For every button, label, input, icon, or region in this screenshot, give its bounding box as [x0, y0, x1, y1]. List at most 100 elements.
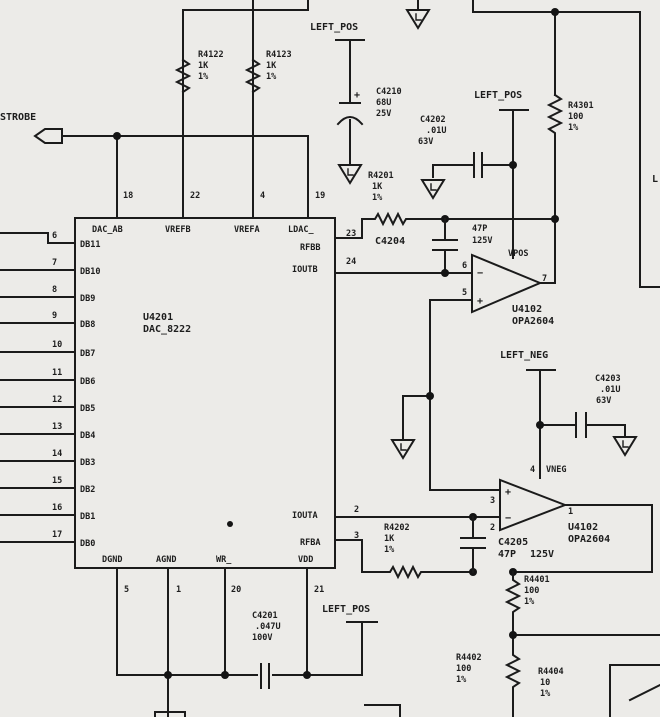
svg-text:R4202: R4202 — [384, 523, 410, 533]
svg-text:IOUTA: IOUTA — [292, 511, 318, 521]
dac-part: DAC_8222 — [143, 324, 191, 335]
svg-text:OPA2604: OPA2604 — [568, 534, 610, 545]
resistor-r4301 — [546, 93, 564, 141]
svg-text:+: + — [505, 487, 511, 498]
pin-number: 7 — [52, 258, 57, 268]
dac-ref: U4201 — [143, 312, 173, 323]
svg-text:3: 3 — [490, 496, 495, 506]
svg-text:100V: 100V — [252, 633, 272, 643]
pin-number: 16 — [52, 503, 62, 513]
svg-text:25V: 25V — [376, 109, 391, 119]
svg-text:C4203: C4203 — [595, 374, 621, 384]
pin-label: DB11 — [80, 240, 100, 250]
svg-text:1%: 1% — [384, 545, 395, 555]
svg-text:1: 1 — [568, 507, 573, 517]
svg-text:IOUTB: IOUTB — [292, 265, 318, 275]
svg-text:C4205: C4205 — [498, 537, 528, 548]
svg-text:U4102: U4102 — [568, 522, 598, 533]
svg-text:−: − — [505, 513, 511, 524]
pin-label: DB3 — [80, 458, 95, 468]
svg-text:LEFT_NEG: LEFT_NEG — [500, 350, 548, 361]
resistor-r4122 — [174, 58, 192, 94]
pin-label: DB1 — [80, 512, 95, 522]
pin-label: DB9 — [80, 294, 95, 304]
svg-text:5: 5 — [124, 585, 129, 595]
svg-text:1%: 1% — [372, 193, 383, 203]
svg-text:10: 10 — [540, 678, 550, 688]
svg-text:100: 100 — [568, 112, 583, 122]
dac-bottom-pins: DGND 5 AGND 1 WR_ 20 VDD 21 LEFT_POS — [102, 555, 378, 717]
svg-text:3: 3 — [354, 531, 359, 541]
svg-text:47P: 47P — [498, 549, 516, 560]
pin-number: 6 — [52, 231, 57, 241]
strobe-port — [33, 128, 63, 144]
svg-text:L: L — [652, 174, 658, 185]
svg-text:63V: 63V — [418, 137, 433, 147]
pin-label: DB6 — [80, 377, 95, 387]
dac-right-pins: RFBB 23 IOUTB 24 IOUTA 2 RFBA 3 — [292, 229, 359, 548]
svg-text:RFBA: RFBA — [300, 538, 320, 548]
svg-text:.047U: .047U — [255, 622, 281, 632]
pin-label: DB5 — [80, 404, 95, 414]
svg-text:VNEG: VNEG — [546, 465, 566, 475]
pin-number: 10 — [52, 340, 62, 350]
opamp-u4102-b: + − 3 2 1 U4102 OPA2604 — [490, 478, 610, 545]
pin-label: DB0 — [80, 539, 95, 549]
opamp-u4102-a: −+ 6 5 7 VPOS U4102 OPA2604 — [462, 249, 554, 327]
capacitor-c4202 — [473, 152, 483, 178]
pin-number: 14 — [52, 449, 62, 459]
svg-text:68U: 68U — [376, 98, 391, 108]
capacitor-c4205 — [460, 516, 486, 573]
svg-text:6: 6 — [462, 261, 467, 271]
resistor-r4123 — [244, 58, 262, 94]
svg-text:R4402: R4402 — [456, 653, 482, 663]
svg-text:20: 20 — [231, 585, 241, 595]
svg-text:R4123: R4123 — [266, 50, 292, 60]
svg-text:2: 2 — [354, 505, 359, 515]
svg-text:R4122: R4122 — [198, 50, 224, 60]
pin-number: 18 — [123, 191, 133, 201]
svg-text:1: 1 — [176, 585, 181, 595]
svg-text:47P: 47P — [472, 224, 487, 234]
dac-top-pins: DAC_AB 18 VREFB 22 VREFA 4 LDAC_ 19 — [61, 0, 325, 235]
svg-text:100: 100 — [524, 586, 539, 596]
svg-text:R4404: R4404 — [538, 667, 564, 677]
pin-number: 4 — [260, 191, 265, 201]
pin-label: DB10 — [80, 267, 100, 277]
svg-text:2: 2 — [490, 523, 495, 533]
pin-label: DAC_AB — [92, 225, 123, 235]
svg-text:1K: 1K — [384, 534, 395, 544]
pin-label: DB2 — [80, 485, 95, 495]
svg-text:21: 21 — [314, 585, 324, 595]
pin-number: 17 — [52, 530, 62, 540]
svg-text:R4401: R4401 — [524, 575, 550, 585]
svg-text:+: + — [477, 296, 483, 307]
pin-number: 15 — [52, 476, 62, 486]
pin-number: 8 — [52, 285, 57, 295]
capacitor-c4203 — [575, 412, 587, 438]
svg-text:DGND: DGND — [102, 555, 122, 565]
pin-label: DB7 — [80, 349, 95, 359]
svg-text:LEFT_POS: LEFT_POS — [474, 90, 522, 101]
svg-text:LEFT_POS: LEFT_POS — [310, 22, 358, 33]
svg-text:VDD: VDD — [298, 555, 313, 565]
svg-text:OPA2604: OPA2604 — [512, 316, 554, 327]
svg-text:C4202: C4202 — [420, 115, 446, 125]
svg-text:4: 4 — [530, 465, 535, 475]
svg-text:RFBB: RFBB — [300, 243, 320, 253]
svg-text:WR_: WR_ — [216, 555, 232, 565]
pin-number: 11 — [52, 368, 62, 378]
svg-text:VPOS: VPOS — [508, 249, 528, 259]
svg-text:1%: 1% — [568, 123, 579, 133]
svg-text:C4204: C4204 — [375, 236, 405, 247]
svg-text:C4210: C4210 — [376, 87, 402, 97]
svg-text:AGND: AGND — [156, 555, 176, 565]
pin-label: DB4 — [80, 431, 95, 441]
svg-text:R4301: R4301 — [568, 101, 594, 111]
dac-pin-wire — [0, 232, 76, 244]
pin-number: 22 — [190, 191, 200, 201]
pin-number: 9 — [52, 311, 57, 321]
svg-text:U4102: U4102 — [512, 304, 542, 315]
